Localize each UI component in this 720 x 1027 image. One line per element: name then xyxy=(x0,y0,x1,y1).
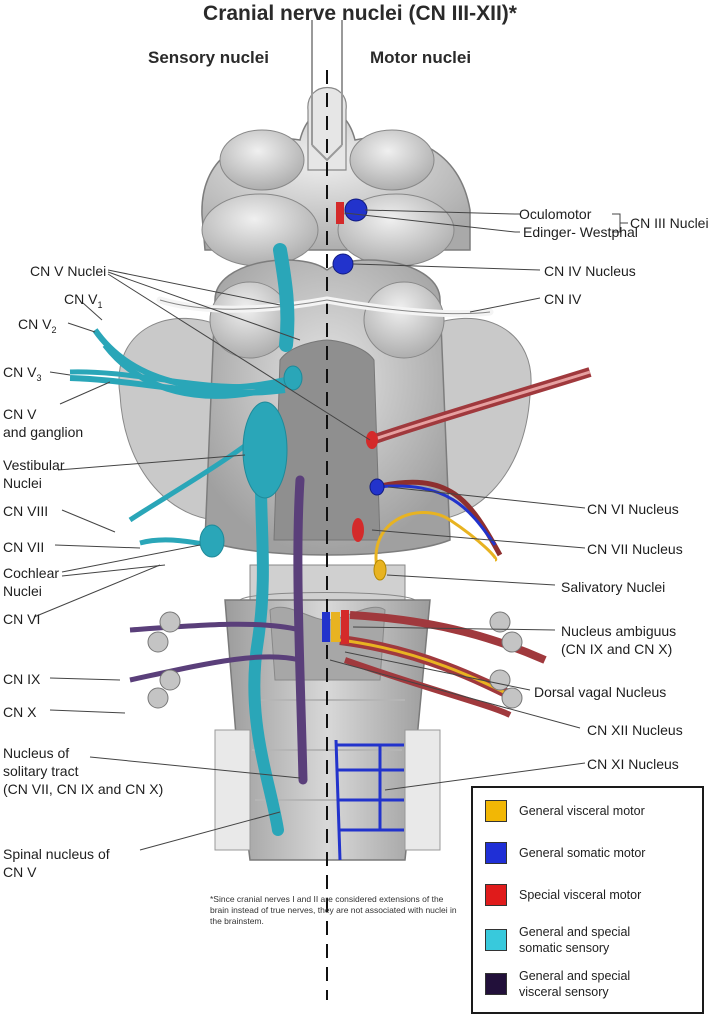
oculomotor-nucleus xyxy=(344,198,368,222)
cn11-nucleus-shape xyxy=(334,739,404,861)
legend-swatch xyxy=(485,842,507,864)
legend-item: General and special somatic sensory xyxy=(485,924,689,956)
legend-swatch xyxy=(485,973,507,995)
legend-item: Special visceral motor xyxy=(485,884,689,906)
legend-item: General visceral motor xyxy=(485,800,689,822)
label-spinal-nucleus-cn5: Spinal nucleus of CN V xyxy=(3,846,110,880)
salivatory-loop xyxy=(374,511,498,581)
legend-item: General somatic motor xyxy=(485,842,689,864)
pons xyxy=(118,259,532,601)
legend: General visceral motor General somatic m… xyxy=(471,786,704,1014)
label-cn5-nuclei: CN V Nuclei xyxy=(30,263,107,279)
nucleus-ambiguus xyxy=(322,612,330,642)
cochlear-nucleus xyxy=(199,524,225,558)
legend-swatch xyxy=(485,929,507,951)
label-cn5-ganglion: CN V and ganglion xyxy=(3,406,84,440)
label-solitary-tract: Nucleus of solitary tract (CN VII, CN IX… xyxy=(3,745,164,797)
legend-label: Special visceral motor xyxy=(519,888,642,902)
label-cn9: CN IX xyxy=(3,671,41,687)
legend-label: General visceral motor xyxy=(519,804,645,818)
solitary-tract xyxy=(293,475,308,785)
label-cn4: CN IV xyxy=(544,291,582,307)
label-cn4-nucleus: CN IV Nucleus xyxy=(544,263,636,279)
label-cn10: CN X xyxy=(3,704,37,720)
label-cochlear-nuclei: Cochlear Nuclei xyxy=(3,565,60,599)
nerve-stubs xyxy=(147,611,523,709)
legend-label: General and special somatic sensory xyxy=(519,925,631,955)
cn6-nucleus xyxy=(369,478,385,496)
label-cn7-nucleus: CN VII Nucleus xyxy=(587,541,683,557)
footnote: *Since cranial nerves I and II are consi… xyxy=(210,894,457,926)
diencephalon xyxy=(201,20,471,267)
label-nucleus-ambiguus: Nucleus ambiguus (CN IX and CN X) xyxy=(561,623,677,657)
label-cn12-nucleus: CN XII Nucleus xyxy=(587,722,683,738)
label-cn8: CN VIII xyxy=(3,503,49,519)
vestibular-nucleus xyxy=(242,401,288,499)
legend-label: General and special visceral sensory xyxy=(519,969,631,999)
label-cn6: CN VI xyxy=(3,611,41,627)
label-oculomotor: Oculomotor xyxy=(519,206,592,222)
label-vestibular-nuclei: Vestibular Nuclei xyxy=(3,457,65,491)
leader-lines xyxy=(33,209,628,851)
label-cn11-nucleus: CN XI Nucleus xyxy=(587,756,679,772)
legend-label: General somatic motor xyxy=(519,846,646,860)
legend-item: General and special visceral sensory xyxy=(485,968,689,1000)
label-cn5-3: CN V3 xyxy=(3,364,42,383)
motor-header: Motor nuclei xyxy=(370,48,472,67)
sensory-header: Sensory nuclei xyxy=(148,48,269,67)
legend-swatch xyxy=(485,800,507,822)
diagram-title: Cranial nerve nuclei (CN III-XII)* xyxy=(203,2,517,25)
label-salivatory-nuclei: Salivatory Nuclei xyxy=(561,579,666,595)
cn4-nucleus-shape xyxy=(332,253,354,275)
label-cn5-2: CN V2 xyxy=(18,316,57,335)
label-cn5-1: CN V1 xyxy=(64,291,103,310)
label-edinger-westphal: Edinger- Westphal xyxy=(523,224,638,240)
label-cn6-nucleus: CN VI Nucleus xyxy=(587,501,679,517)
label-dorsal-vagal: Dorsal vagal Nucleus xyxy=(534,684,667,700)
label-cn7: CN VII xyxy=(3,539,45,555)
legend-swatch xyxy=(485,884,507,906)
label-cn3-nuclei: CN III Nuclei xyxy=(630,215,709,231)
